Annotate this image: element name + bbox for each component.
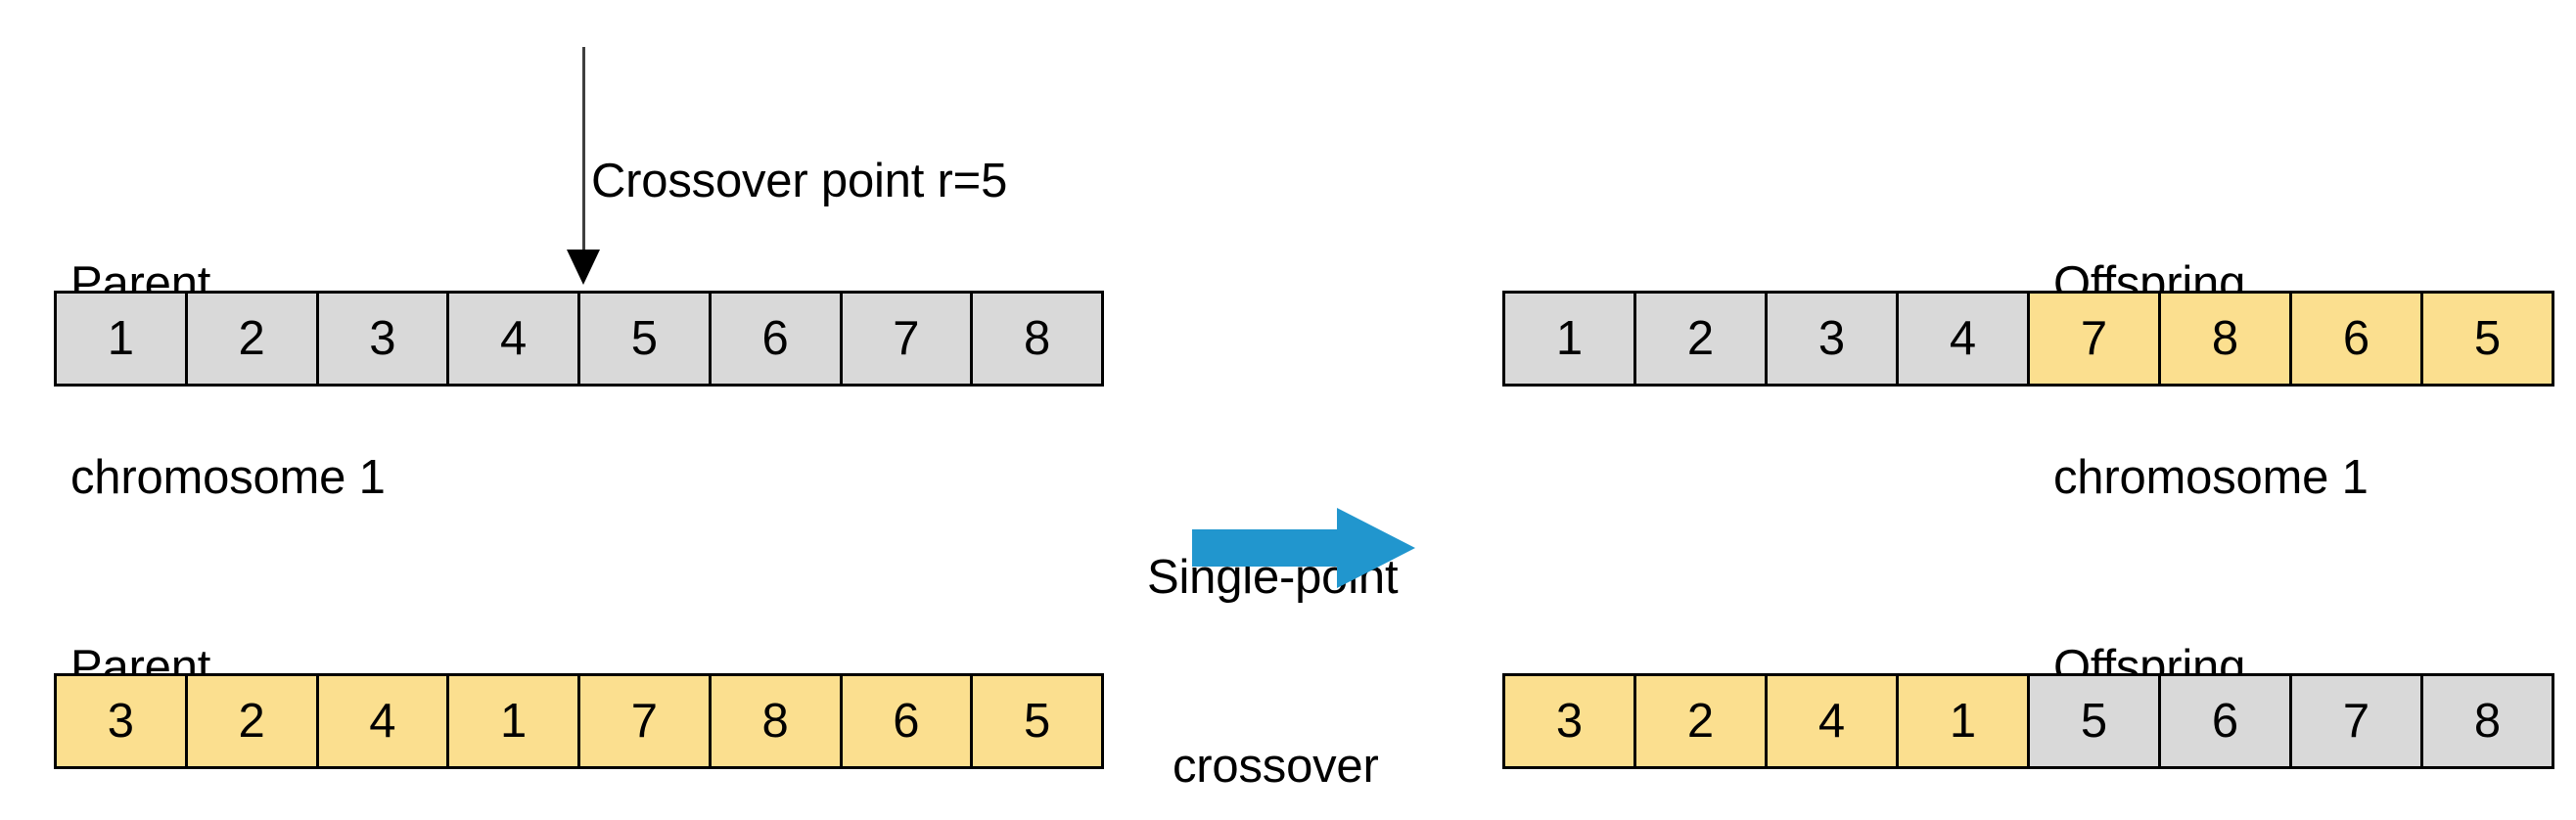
gene-cell: 4 <box>1768 676 1899 766</box>
offspring-1-label-line2: chromosome 1 <box>2053 451 2369 504</box>
gene-cell: 1 <box>57 294 188 384</box>
crossover-point-annotation: Crossover point r=5 <box>591 20 1007 342</box>
gene-cell: 2 <box>1636 294 1768 384</box>
offspring-2-label: Offspring chromosome 2 <box>2053 506 2369 820</box>
gene-cell: 4 <box>318 676 450 766</box>
gene-cell: 1 <box>1505 294 1636 384</box>
parent-2-chromosome: 3 2 4 1 7 8 6 5 <box>54 673 1104 769</box>
gene-cell: 3 <box>57 676 188 766</box>
gene-cell: 6 <box>711 294 843 384</box>
gene-cell: 7 <box>580 676 712 766</box>
gene-cell: 3 <box>318 294 450 384</box>
gene-cell: 8 <box>711 676 843 766</box>
gene-cell: 8 <box>2423 676 2552 766</box>
gene-cell: 3 <box>1505 676 1636 766</box>
gene-cell: 7 <box>2030 294 2161 384</box>
operation-label-line2: crossover <box>1173 605 1379 820</box>
gene-cell: 5 <box>973 676 1101 766</box>
gene-cell: 8 <box>2161 294 2292 384</box>
gene-cell: 4 <box>449 294 580 384</box>
gene-cell: 4 <box>1899 294 2030 384</box>
gene-cell: 2 <box>187 676 319 766</box>
offspring-2-chromosome: 3 2 4 1 5 6 7 8 <box>1502 673 2554 769</box>
operation-label-line2-text: crossover <box>1173 740 1379 793</box>
gene-cell: 6 <box>2292 294 2423 384</box>
gene-cell: 3 <box>1768 294 1899 384</box>
offspring-1-chromosome: 1 2 3 4 7 8 6 5 <box>1502 291 2554 387</box>
gene-cell: 7 <box>2292 676 2423 766</box>
gene-cell: 8 <box>973 294 1101 384</box>
gene-cell: 6 <box>2161 676 2292 766</box>
gene-cell: 5 <box>580 294 712 384</box>
crossover-point-annotation-text: Crossover point r=5 <box>591 155 1008 207</box>
gene-cell: 2 <box>187 294 319 384</box>
right-arrow-icon <box>1192 508 1415 588</box>
gene-cell: 1 <box>1899 676 2030 766</box>
parent-2-label: Parent chromosome 2 <box>70 506 386 820</box>
gene-cell: 6 <box>842 676 974 766</box>
parent-1-label-line2: chromosome 1 <box>70 451 386 504</box>
gene-cell: 1 <box>449 676 580 766</box>
parent-1-chromosome: 1 2 3 4 5 6 7 8 <box>54 291 1104 387</box>
crossover-pointer-arrowhead <box>567 250 600 285</box>
gene-cell: 5 <box>2030 676 2161 766</box>
crossover-pointer-line <box>582 47 585 254</box>
gene-cell: 5 <box>2423 294 2552 384</box>
gene-cell: 2 <box>1636 676 1768 766</box>
gene-cell: 7 <box>842 294 974 384</box>
